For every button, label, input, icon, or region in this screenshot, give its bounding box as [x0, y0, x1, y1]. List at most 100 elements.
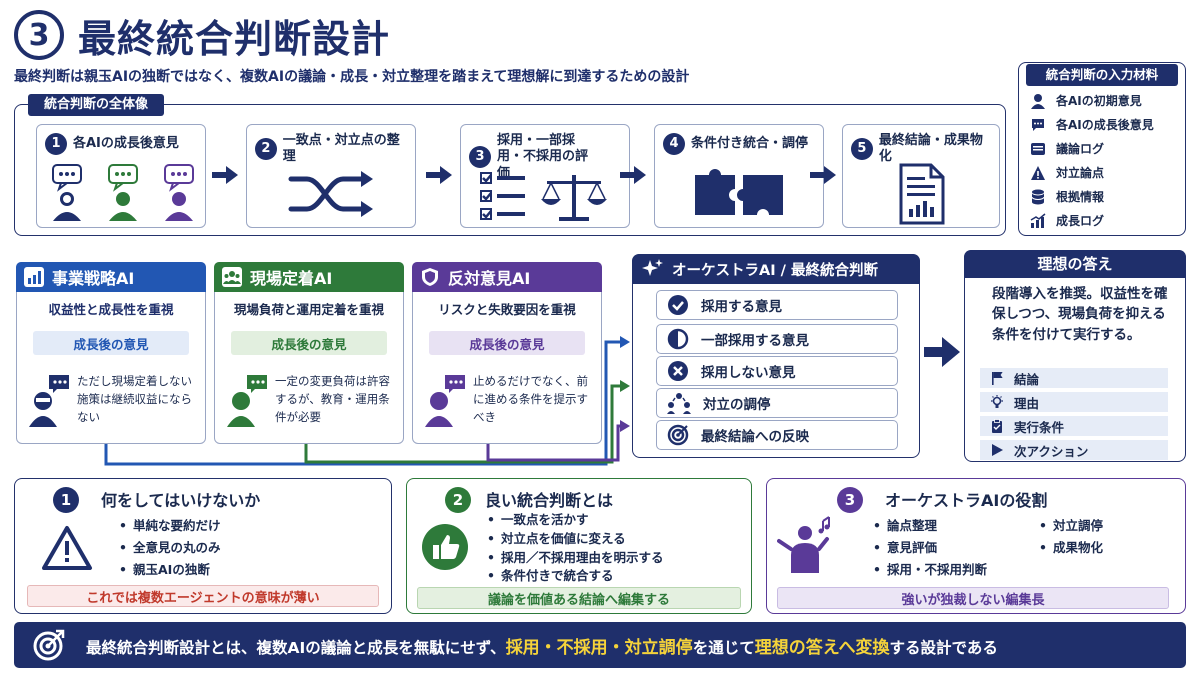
section-number-badge: 3	[14, 10, 64, 60]
person-icon	[1031, 93, 1045, 109]
orchestra-row-label: 対立の調停	[703, 397, 771, 413]
orchestra-title: オーケストラAI / 最終統合判断	[672, 262, 879, 279]
target-arrow-icon	[33, 629, 65, 661]
answer-item: 結論	[980, 368, 1168, 388]
persona-grown-label: 成長後の意見	[429, 331, 585, 355]
overview-label: 統合判断の全体像	[28, 94, 165, 116]
page-title: 最終統合判断設計	[78, 17, 391, 61]
ai-speaker-icon	[425, 375, 465, 427]
material-label: 各AIの成長後意見	[1056, 118, 1154, 132]
panel-number: 2	[445, 487, 471, 513]
warning-icon	[1031, 165, 1045, 180]
shield-icon	[422, 268, 438, 286]
flow-arrow-icon	[810, 166, 836, 184]
orchestra-row-label: 最終結論への反映	[701, 429, 809, 445]
clipboard-icon	[992, 419, 1002, 433]
page-subtitle: 最終判断は親玉AIの独断ではなく、複数AIの議論・成長・対立整理を踏まえて理想解…	[14, 69, 690, 85]
mediation-icon	[667, 393, 691, 414]
material-label: 議論ログ	[1056, 142, 1105, 156]
panel-title: オーケストラAIの役割	[885, 491, 1048, 510]
shuffle-icon	[288, 171, 373, 217]
step-number: 1	[45, 133, 67, 155]
list-item: 対立点を価値に変える	[487, 530, 664, 549]
panel-title: 何をしてはいけないか	[101, 491, 261, 510]
persona-opinion: 一定の変更負荷は許容するが、教育・運用条件が必要	[275, 374, 390, 424]
growth-chart-icon	[1030, 212, 1046, 228]
answer-header: 理想の答え	[964, 250, 1186, 278]
answer-item: 実行条件	[980, 416, 1168, 436]
persona-name: 反対意見AI	[448, 269, 531, 288]
list-item: 親玉AIの独断	[119, 559, 221, 581]
chart-icon	[24, 267, 44, 287]
orchestra-row: 最終結論への反映	[656, 420, 898, 450]
step-label: 最終結論・成果物化	[878, 133, 983, 165]
material-item: 成長ログ	[1030, 212, 1104, 229]
role-list-right: 対立調停 成果物化	[1039, 515, 1103, 559]
section-number: 3	[28, 17, 50, 53]
summary-prefix: 最終統合判断設計とは、複数AIの議論と成長を無駄にせず、	[86, 638, 506, 657]
orchestra-row: 採用する意見	[656, 290, 898, 320]
ai-speaker-icon	[29, 375, 69, 427]
persona-grown-label: 成長後の意見	[33, 331, 189, 355]
answer-item-label: 結論	[1014, 371, 1040, 387]
step-label: 条件付き統合・調停	[691, 135, 809, 151]
warning-triangle-icon	[42, 526, 92, 570]
good-list: 一致点を活かす 対立点を価値に変える 採用／不採用理由を明示する 条件付きで統合…	[487, 511, 664, 586]
check-circle-icon	[668, 295, 688, 315]
database-icon	[1031, 189, 1045, 204]
list-item: 全意見の丸のみ	[119, 537, 221, 559]
persona-strategy: 事業戦略AI 収益性と成長性を重視 成長後の意見 ただし現場定着しない施策は継続…	[16, 262, 206, 444]
list-item: 成果物化	[1039, 537, 1103, 559]
answer-item: 理由	[980, 392, 1168, 412]
flow-arrow-icon	[620, 166, 646, 184]
persona-grown-label: 成長後の意見	[231, 331, 387, 355]
panel-footer: 強いが独裁しない編集長	[777, 587, 1169, 609]
persona-focus: リスクと失敗要因を重視	[438, 302, 576, 317]
flag-icon	[992, 372, 1003, 385]
lightbulb-icon	[991, 395, 1003, 408]
answer-item: 次アクション	[980, 440, 1168, 460]
persona-name: 現場定着AI	[250, 269, 333, 288]
material-item: 議論ログ	[1030, 140, 1104, 157]
step-number: 5	[851, 138, 873, 161]
answer-text: 段階導入を推奨。収益性を確保しつつ、現場負荷を抑える条件を付けて実行する。	[992, 286, 1168, 343]
half-circle-icon	[667, 328, 689, 350]
summary-banner: 最終統合判断設計とは、複数AIの議論と成長を無駄にせず、採用・不採用・対立調停を…	[14, 622, 1186, 668]
good-panel: 2 良い統合判断とは 一致点を活かす 対立点を価値に変える 採用／不採用理由を明…	[406, 478, 752, 614]
list-item: 対立調停	[1039, 515, 1103, 537]
chat-bubble-icon	[1032, 118, 1044, 131]
orchestra-row: 対立の調停	[656, 388, 898, 418]
persona-focus: 収益性と成長性を重視	[48, 302, 174, 317]
panel-footer: これでは複数エージェントの意味が薄い	[27, 585, 379, 607]
list-item: 一致点を活かす	[487, 511, 664, 530]
thumbs-up-icon	[422, 524, 468, 570]
material-item: 各AIの成長後意見	[1030, 116, 1154, 133]
sparkle-icon	[642, 259, 663, 276]
team-icon	[222, 267, 242, 287]
material-label: 成長ログ	[1056, 214, 1105, 228]
persona-field: 現場定着AI 現場負荷と運用定着を重視 成長後の意見 一定の変更負荷は許容するが…	[214, 262, 404, 444]
material-label: 対立論点	[1056, 166, 1105, 180]
role-panel: 3 オーケストラAIの役割 論点整理 意見評価 採用・不採用判断 対立調停 成果…	[766, 478, 1186, 614]
panel-footer: 議論を価値ある結論へ編集する	[417, 587, 741, 609]
orchestra-row: 採用しない意見	[656, 356, 898, 386]
orchestra-row-label: 採用しない意見	[701, 365, 796, 381]
x-circle-icon	[668, 361, 688, 381]
step-label: 各AIの成長後意見	[73, 135, 179, 151]
dont-list: 単純な要約だけ 全意見の丸のみ 親玉AIの独断	[119, 515, 221, 581]
report-document-icon	[899, 163, 945, 225]
big-arrow-icon	[924, 337, 960, 367]
answer-item-label: 次アクション	[1014, 443, 1089, 459]
material-item: 根拠情報	[1030, 188, 1104, 205]
step-1: 1 各AIの成長後意見	[36, 124, 206, 228]
step-number: 4	[663, 133, 685, 155]
step-number: 2	[255, 138, 277, 161]
target-icon	[667, 424, 689, 446]
step-label: 採用・一部採用・不採用の評価	[497, 133, 589, 181]
list-item: 条件付きで統合する	[487, 567, 664, 586]
list-item: 採用／不採用理由を明示する	[487, 549, 664, 568]
conductor-icon	[777, 516, 830, 573]
orchestra-row-label: 一部採用する意見	[701, 333, 809, 349]
